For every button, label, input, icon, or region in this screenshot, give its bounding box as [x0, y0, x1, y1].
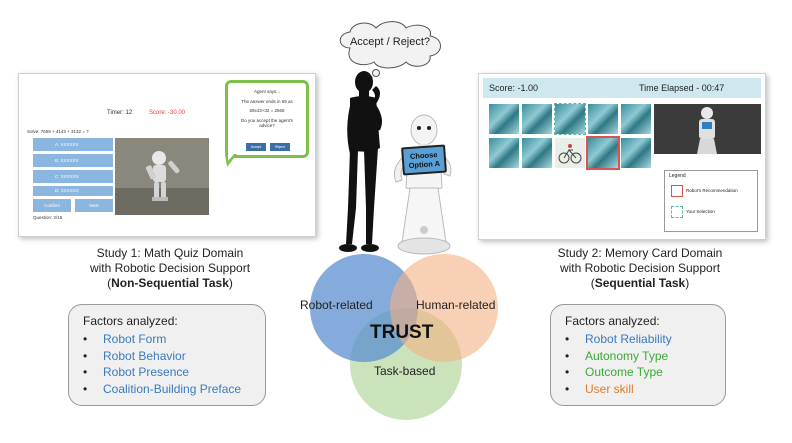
agent-advice-equation: 59x43+32 = 2569 — [249, 108, 285, 113]
time-elapsed: Time Elapsed - 00:47 — [639, 83, 725, 93]
factor-item: Robot Form — [83, 331, 241, 348]
study1-paren-open: ( — [107, 276, 112, 290]
study1-caption-line1: Study 1: Math Quiz Domain — [96, 246, 244, 260]
memory-card[interactable] — [489, 104, 519, 134]
study1-factor-list: Robot Form Robot Behavior Robot Presence… — [83, 331, 241, 397]
memory-card[interactable] — [588, 104, 618, 134]
study2-caption-line3: (Sequential Task) — [510, 276, 770, 291]
study1-paren-close: ) — [228, 276, 233, 290]
factor-item: Robot Behavior — [83, 348, 241, 365]
memory-card[interactable] — [621, 138, 651, 168]
accept-button[interactable]: Accept — [246, 143, 266, 151]
agent-advice-line: The answer ends in 69 as — [241, 99, 293, 104]
study1-caption-line2: with Robotic Decision Support — [89, 261, 251, 275]
factor-item: Outcome Type — [565, 364, 672, 381]
study2-screenshot: Score: -1.00 Time Elapsed - 00:47 Legend… — [478, 73, 766, 240]
trust-venn-diagram: Robot-related Human-related TRUST Task-b… — [296, 252, 516, 424]
thought-text: Accept / Reject? — [349, 36, 431, 48]
human-circle — [390, 254, 498, 362]
study2-factor-list: Robot Reliability Autonomy Type Outcome … — [565, 331, 672, 397]
study1-task-type: Non-Sequential Task — [111, 276, 229, 290]
status-bar — [483, 78, 761, 98]
confirm-button[interactable]: Confirm — [33, 199, 71, 212]
factor-item: User skill — [565, 381, 672, 398]
memory-score: Score: -1.00 — [489, 83, 539, 93]
memory-card[interactable] — [522, 104, 552, 134]
legend-sel-label: Your Selection — [686, 209, 715, 214]
quiz-option-b[interactable]: B: XXXXXX — [33, 154, 113, 167]
legend-sel-swatch — [671, 206, 683, 218]
memory-card[interactable] — [621, 104, 651, 134]
study1-screenshot: Timer: 12 Score: -30.00 Solve: 7659 + 41… — [18, 73, 316, 237]
task-based-label: Task-based — [374, 364, 436, 378]
study2-caption-line1: Study 2: Memory Card Domain — [557, 246, 723, 260]
study2-factors-box: Factors analyzed: Robot Reliability Auto… — [550, 304, 726, 406]
memory-card[interactable] — [489, 138, 519, 168]
thought-cloud: Accept / Reject? — [330, 20, 450, 81]
quiz-option-c[interactable]: C: XXXXXX — [33, 170, 113, 183]
factor-item: Robot Reliability — [565, 331, 672, 348]
factor-item: Coalition-Building Preface — [83, 381, 241, 398]
memory-card-recommended[interactable] — [586, 136, 620, 170]
reject-button[interactable]: Reject — [270, 143, 290, 151]
memory-card-selected[interactable] — [554, 103, 586, 135]
legend-box: Legend Robot's Recommendation Your Selec… — [664, 170, 758, 232]
quiz-question-text: Solve: 7659 + 4143 + 3132 = ? — [27, 129, 89, 134]
quiz-option-d[interactable]: D: XXXXXX — [33, 186, 113, 196]
question-counter: Question: 2/15 — [33, 215, 63, 220]
human-silhouette — [328, 68, 398, 258]
tablet-line-2: Option A — [408, 158, 441, 171]
study1-factors-box: Factors analyzed: Robot Form Robot Behav… — [68, 304, 266, 406]
pepper-robot-photo — [654, 104, 761, 154]
study2-caption: Study 2: Memory Card Domain with Robotic… — [510, 246, 770, 291]
study2-caption-line2: with Robotic Decision Support — [559, 261, 721, 275]
agent-advice-bubble: Agent says... The answer ends in 69 as 5… — [225, 80, 309, 158]
study2-paren-close: ) — [685, 276, 690, 290]
study1-caption: Study 1: Math Quiz Domain with Robotic D… — [40, 246, 300, 291]
nao-robot-photo — [115, 138, 209, 215]
legend-rec-swatch — [671, 185, 683, 197]
robot-related-label: Robot-related — [300, 298, 373, 312]
quiz-option-a[interactable]: A: XXXXXX — [33, 138, 113, 151]
study1-factors-title: Factors analyzed: — [83, 314, 178, 328]
pepper-robot: Choose Option A — [384, 112, 464, 258]
next-button[interactable]: Next — [75, 199, 113, 212]
memory-card[interactable] — [522, 138, 552, 168]
human-related-label: Human-related — [416, 298, 496, 312]
memory-card-bicycle[interactable] — [555, 138, 585, 168]
factor-item: Autonomy Type — [565, 348, 672, 365]
factor-item: Robot Presence — [83, 364, 241, 381]
quiz-score: Score: -30.00 — [149, 110, 186, 116]
robot-tablet: Choose Option A — [401, 144, 447, 176]
robot-circle — [310, 254, 418, 362]
trust-label: TRUST — [370, 322, 434, 343]
agent-says-text: Agent says... — [253, 89, 280, 94]
legend-title: Legend — [669, 173, 686, 179]
bubble-tail — [223, 154, 239, 173]
agent-advice-question: Do you accept the agent's advice? — [241, 118, 293, 128]
study2-factors-title: Factors analyzed: — [565, 314, 660, 328]
study2-task-type: Sequential Task — [594, 276, 686, 290]
study1-caption-line3: (Non-Sequential Task) — [40, 276, 300, 291]
legend-rec-label: Robot's Recommendation — [686, 188, 738, 193]
quiz-timer: Timer: 12 — [107, 110, 133, 116]
study2-paren-open: ( — [590, 276, 595, 290]
